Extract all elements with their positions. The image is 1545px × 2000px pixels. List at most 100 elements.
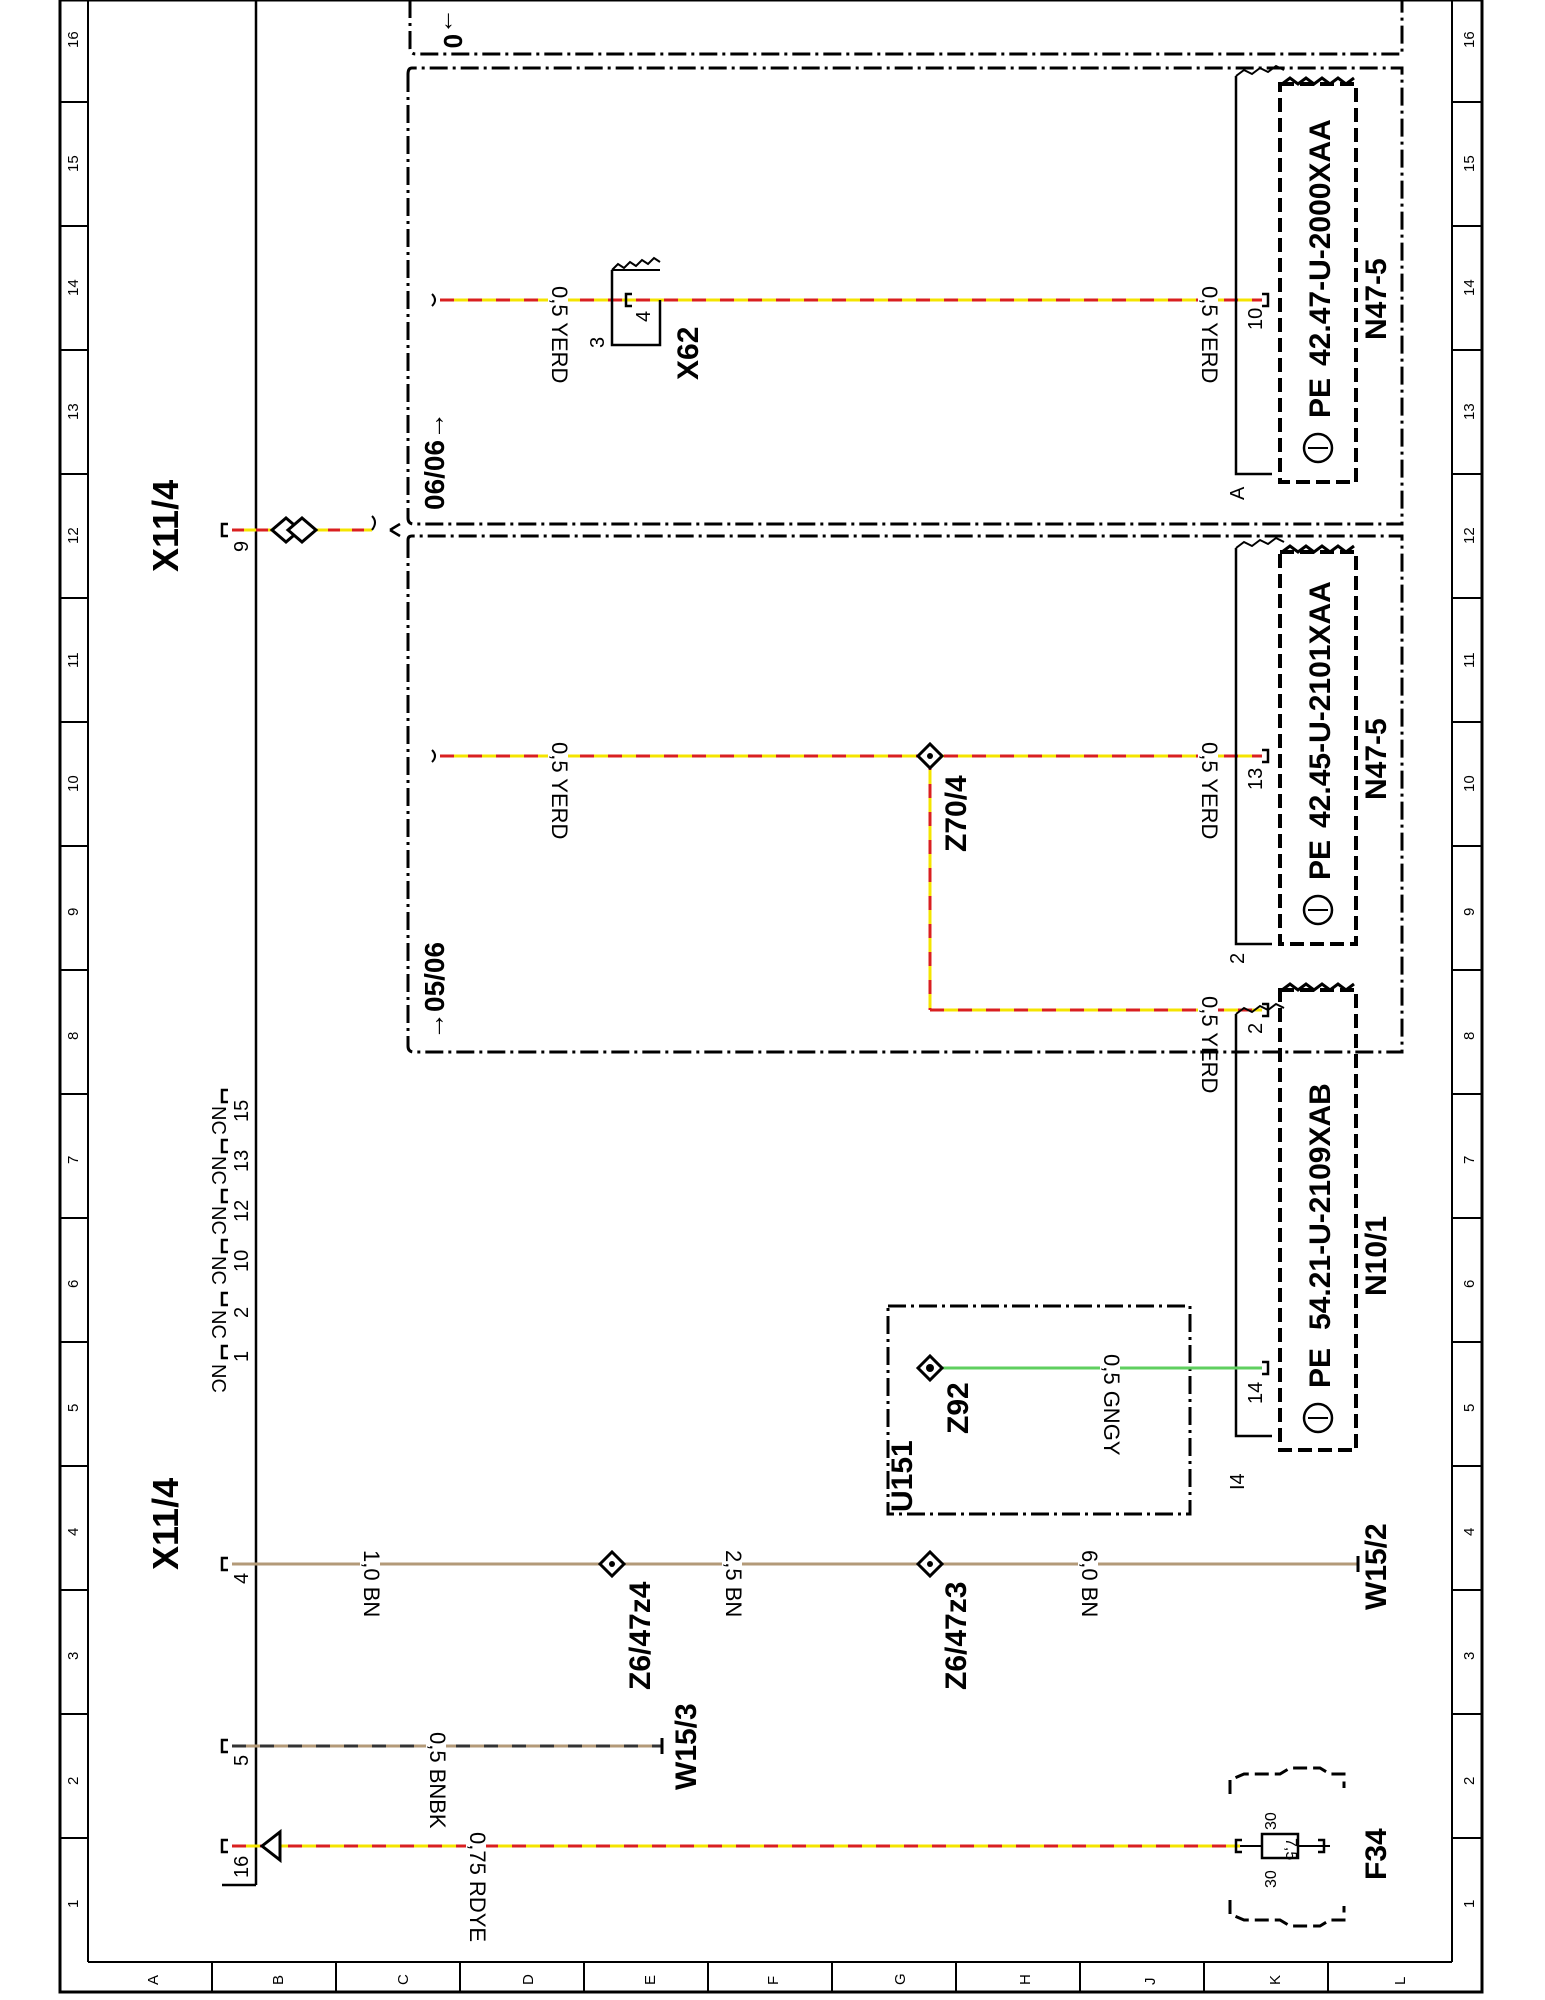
connector-label-f34: F34 — [1360, 1828, 1393, 1880]
grid-col-label: 9 — [1461, 908, 1478, 916]
connector-label-w15-2: W15/2 — [1360, 1523, 1393, 1610]
pin-number: 12 — [231, 1200, 253, 1222]
pin-number: 16 — [231, 1856, 253, 1878]
variant-mark-0506: →05/06 — [419, 942, 450, 1040]
connector-label-x62: X62 — [672, 327, 705, 380]
wire-x11-pin9 — [220, 515, 376, 544]
u151-box — [886, 1304, 1192, 1516]
grid-row-label: A — [145, 1975, 162, 1985]
pin-number: 30 — [1263, 1870, 1280, 1888]
grid-col-label: 3 — [65, 1652, 82, 1660]
grid-col-label: 12 — [1461, 527, 1478, 544]
grid-col-label: 14 — [65, 279, 82, 296]
wire-label: 0,5 GNGY — [1099, 1354, 1124, 1456]
pin-number: 4 — [231, 1573, 253, 1584]
grid-row-labels: A B C D E F G H J K L — [145, 1973, 1409, 1985]
splice-label-z70-4: Z70/4 — [940, 775, 973, 852]
wire-label: 6,0 BN — [1077, 1550, 1102, 1617]
variant-mark: →0 — [438, 8, 468, 48]
splice-label-z6-47z4: Z6/47z4 — [624, 1581, 657, 1690]
nc-pins: NC 1 NC 2 NC 10 NC 12 NC 13 NC 15 — [207, 1088, 253, 1393]
pin-number: 30 — [1263, 1812, 1280, 1830]
pin-number: 13 — [231, 1150, 253, 1172]
grid-col-label: 2 — [65, 1777, 82, 1785]
fuse-f34 — [1228, 1766, 1346, 1928]
pin-number: 10 — [231, 1250, 253, 1272]
module-ref-n47-5: N47-5 — [1360, 718, 1393, 800]
module-pe-label: PE — [1304, 378, 1337, 418]
grid-row-label: D — [520, 1974, 537, 1985]
pin-number: 13 — [1245, 768, 1267, 790]
grid-row-label: B — [270, 1975, 287, 1985]
pin-number: 5 — [231, 1755, 253, 1766]
pin-number: 9 — [231, 541, 253, 552]
grid-col-label: 13 — [65, 403, 82, 420]
grid-col-label: 16 — [65, 31, 82, 48]
grid-col-label: 10 — [1461, 775, 1478, 792]
grid-col-label: 6 — [1461, 1280, 1478, 1288]
module-n10-1 — [1234, 982, 1358, 1452]
grid-col-label: 4 — [1461, 1528, 1478, 1536]
grid-row-label: E — [642, 1975, 659, 1985]
grid-column-labels: 1 2 3 4 5 6 7 8 9 10 11 12 13 14 15 16 1… — [65, 31, 1478, 1908]
nc-label: NC — [207, 1310, 229, 1339]
grid-col-label: 11 — [65, 652, 82, 668]
pin-number: 15 — [231, 1100, 253, 1122]
pin-number: 14 — [1245, 1382, 1267, 1404]
x62-connector — [610, 256, 662, 347]
grid-row-label: F — [765, 1976, 782, 1985]
wire-bnbk — [220, 1738, 664, 1754]
grid-col-label: 15 — [65, 155, 82, 172]
module-code: 54.21-U-2109XAB — [1304, 1083, 1337, 1330]
nc-label: NC — [207, 1364, 229, 1393]
grid-col-label: 7 — [65, 1156, 82, 1164]
module-n47-5-top — [1234, 64, 1358, 484]
grid-col-label: 13 — [1461, 403, 1478, 420]
module-ref-n47-5: N47-5 — [1360, 258, 1393, 340]
grid-row-label: L — [1392, 1977, 1409, 1985]
grid-row-label: H — [1017, 1974, 1034, 1985]
variant-box-0606 — [406, 66, 1404, 526]
grid-col-label: 2 — [1461, 1777, 1478, 1785]
module-pe-label: PE — [1304, 840, 1337, 880]
nc-label: NC — [207, 1106, 229, 1135]
wire-label: 0,5 YERD — [1197, 996, 1222, 1093]
wire-label: 0,5 YERD — [547, 286, 572, 383]
connector-label-x11-4: X11/4 — [145, 480, 186, 572]
wire-label: 0,5 YERD — [1197, 286, 1222, 383]
grid-row-label: G — [892, 1973, 909, 1985]
wire-rdye — [220, 1828, 1240, 1864]
grid-row-label: K — [1267, 1975, 1284, 1985]
pin-number: 4 — [633, 311, 655, 322]
wire-label: 1,0 BN — [359, 1550, 384, 1617]
nc-label: NC — [207, 1256, 229, 1285]
grid-col-label: 1 — [1461, 1900, 1478, 1908]
module-pe-label: PE — [1304, 1348, 1337, 1388]
pin-number: 2 — [231, 1307, 253, 1318]
module-code: 42.47-U-2000XAA — [1304, 119, 1337, 366]
pin-number: 1 — [231, 1351, 253, 1362]
grid-col-label: 9 — [65, 908, 82, 916]
grid-col-label: 5 — [65, 1404, 82, 1412]
module-code: 42.45-U-2101XAA — [1304, 581, 1337, 828]
wire-label: 0,5 YERD — [1197, 742, 1222, 839]
grid-col-label: 10 — [65, 775, 82, 792]
grid-col-label: 14 — [1461, 279, 1478, 296]
wire-label: 0,5 BNBK — [425, 1732, 450, 1829]
variant-bracket — [389, 522, 401, 538]
pin-number: 2 — [1227, 953, 1249, 964]
grid-col-label: 4 — [65, 1528, 82, 1536]
grid-col-label: 15 — [1461, 155, 1478, 172]
wire-label: 0,5 YERD — [547, 742, 572, 839]
module-ref-n10-1: N10/1 — [1360, 1216, 1393, 1296]
pin-number: I4 — [1227, 1473, 1249, 1490]
grid-col-label: 5 — [1461, 1404, 1478, 1412]
pin-number: A — [1227, 486, 1249, 500]
pin-number: 10 — [1245, 308, 1267, 330]
grid-col-label: 1 — [65, 1900, 82, 1908]
wire-yerd-top — [431, 293, 1262, 307]
grid-col-label: 11 — [1461, 652, 1478, 668]
variant-box-top — [408, 0, 1404, 56]
x11-4-connector-bar — [222, 0, 258, 1887]
